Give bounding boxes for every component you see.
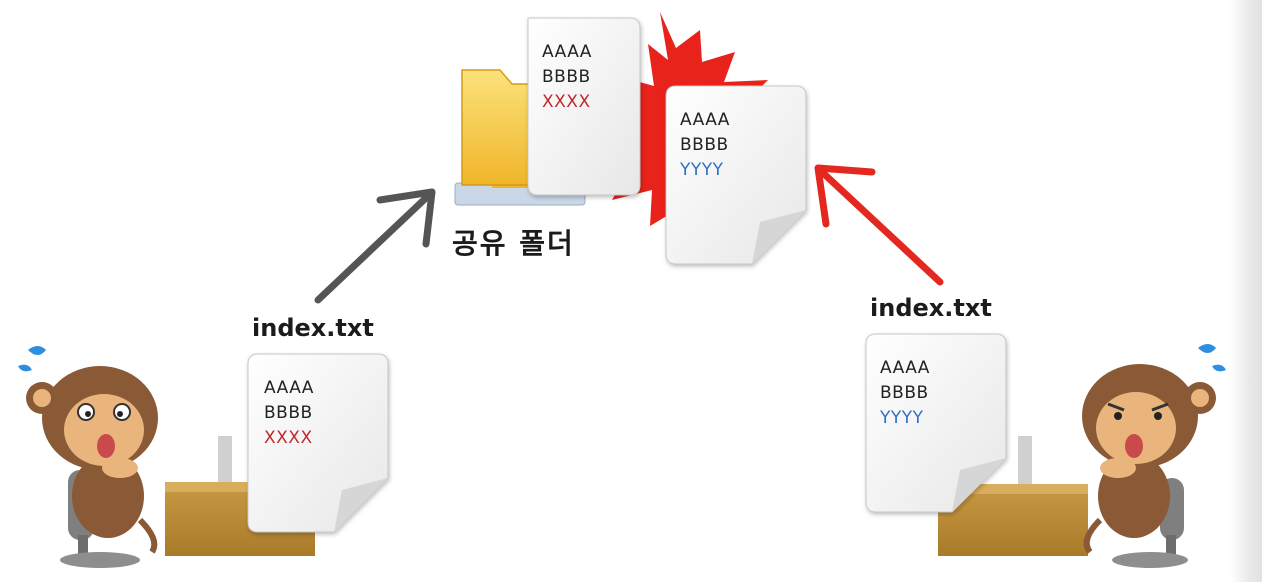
- doc-line: XXXX: [542, 92, 591, 112]
- sweat-drop-icon: [18, 346, 46, 372]
- doc-line: BBBB: [680, 135, 729, 155]
- server-right-document: AAAA BBBB YYYY: [666, 86, 806, 264]
- right-user-scene: [938, 344, 1226, 568]
- user-right-document-paper: [865, 333, 1007, 513]
- page-edge-shadow: [1230, 0, 1262, 582]
- user-left-document: AAAA BBBB XXXX: [248, 354, 388, 532]
- user-left-document-paper: [247, 353, 389, 533]
- server-left-document-paper: [527, 17, 641, 196]
- doc-line: AAAA: [680, 110, 730, 130]
- user-right-document: AAAA BBBB YYYY: [866, 334, 1006, 512]
- sweat-drop-icon: [1198, 344, 1226, 372]
- monkey-left-icon: [26, 366, 158, 554]
- monkey-right-icon: [1082, 364, 1216, 554]
- doc-line: AAAA: [542, 42, 592, 62]
- shared-folder-label: 공유 폴더: [452, 227, 575, 260]
- doc-line: XXXX: [264, 428, 313, 448]
- server-left-document: AAAA BBBB XXXX: [528, 18, 640, 195]
- doc-line: YYYY: [880, 408, 924, 428]
- laptop-icon: [1018, 436, 1032, 486]
- upload-arrow-right: [814, 164, 944, 286]
- doc-line: BBBB: [264, 403, 313, 423]
- server-right-document-paper: [665, 85, 807, 265]
- doc-line: YYYY: [680, 160, 724, 180]
- doc-line: AAAA: [880, 358, 930, 378]
- doc-line: BBBB: [880, 383, 929, 403]
- user-left-filename: index.txt: [252, 314, 374, 342]
- upload-arrow-left: [314, 188, 436, 304]
- laptop-icon: [218, 436, 232, 486]
- doc-line: BBBB: [542, 67, 591, 87]
- user-right-filename: index.txt: [870, 294, 992, 322]
- doc-line: AAAA: [264, 378, 314, 398]
